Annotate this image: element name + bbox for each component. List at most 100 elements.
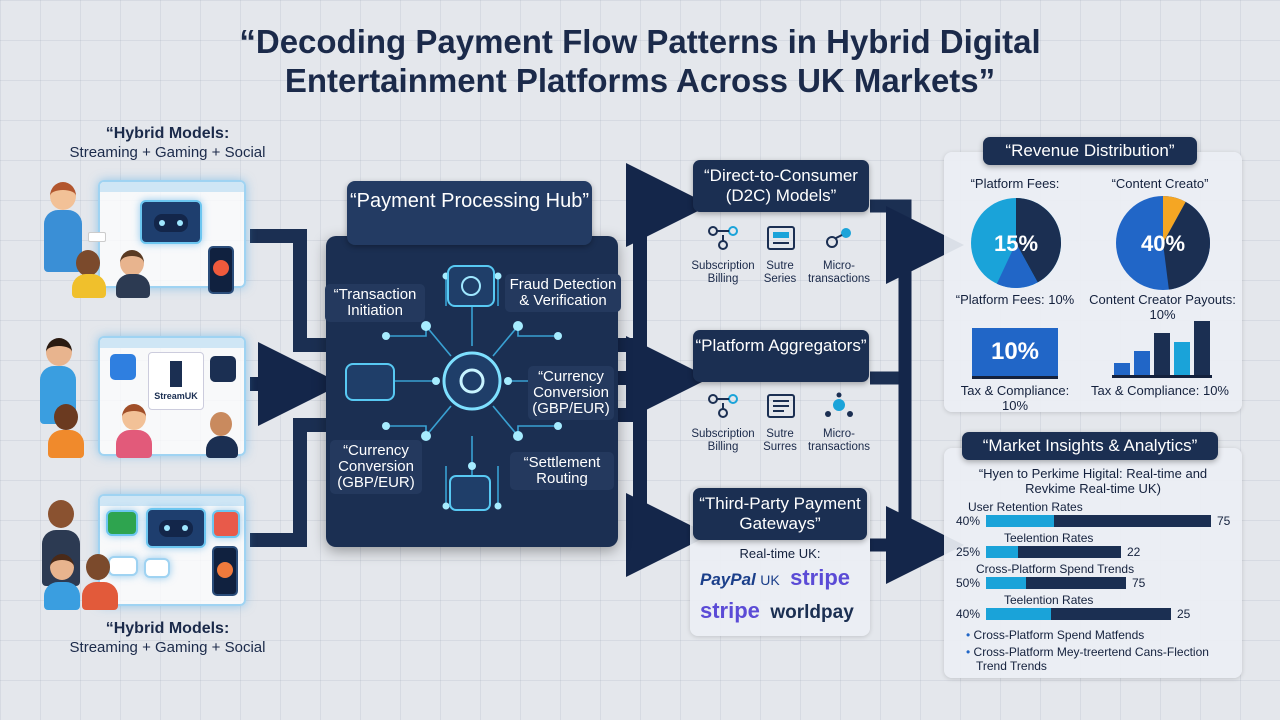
d2c-label-subscription: Subscription Billing	[691, 260, 755, 285]
gamepad-icon	[154, 214, 188, 232]
hybrid-models-bottom-label: “Hybrid Models: Streaming + Gaming + Soc…	[60, 619, 275, 657]
revenue-bar	[1154, 332, 1170, 375]
streamuk-logo-text: StreamUK	[154, 391, 198, 401]
metric-bar-fill	[986, 577, 1027, 589]
revenue-bottom-left: Tax & Compliance: 10%	[960, 383, 1070, 413]
revenue-bar-chart	[1112, 320, 1212, 378]
person-avatar	[210, 412, 232, 436]
revenue-title: “Revenue Distribution”	[983, 137, 1197, 165]
market-bullet-2: • Cross-Platform Mey-treertend Cans-Flec…	[966, 645, 1209, 659]
revenue-bottom-right: Tax & Compliance: 10%	[1090, 383, 1229, 398]
revenue-bar	[1194, 321, 1210, 375]
gateways-subtitle: Real-time UK:	[739, 546, 821, 561]
metric-right-value: 75	[1217, 514, 1231, 528]
flow-line-bottom-left	[250, 418, 328, 547]
pie2-value: 40%	[1141, 231, 1185, 256]
gamepad-icon	[159, 520, 193, 537]
metric-bar	[986, 546, 1121, 558]
paypal-logo: PayPal	[700, 570, 756, 589]
market-bullet-1: • Cross-Platform Spend Matfends	[966, 628, 1145, 642]
d2c-label-micro: Micro-transactions	[807, 260, 870, 285]
platform-aggregators-box: “Platform Aggregators”	[693, 330, 869, 382]
scene-social-streaming: StreamUK	[40, 332, 250, 462]
pie-content-creator: 40%	[1116, 196, 1210, 290]
person-avatar	[50, 554, 74, 580]
d2c-icons: Subscription Billing Sutre Series Micro-…	[690, 222, 870, 292]
phone-icon	[208, 246, 234, 294]
chat-tile	[106, 510, 138, 536]
phone-icon	[212, 546, 238, 596]
card-icon	[88, 232, 106, 242]
person-avatar	[46, 338, 72, 366]
shield-chip-icon	[447, 265, 495, 307]
metric-left-value: 25%	[956, 545, 981, 559]
scene-gaming-group	[40, 490, 250, 615]
page-title-line2: Entertainment Platforms Across UK Market…	[284, 62, 996, 99]
metric-right-value: 25	[1177, 607, 1191, 621]
metric-bar	[986, 515, 1211, 527]
routing-chip-icon	[449, 475, 491, 511]
stripe-logo: stripe	[700, 598, 760, 623]
pie-slice-dark	[1016, 198, 1061, 283]
metric-label: Cross-Platform Spend Trends	[976, 562, 1135, 576]
metric-bar	[986, 608, 1171, 620]
metric-left-value: 40%	[956, 514, 981, 528]
hub-title: “Payment Processing Hub”	[347, 181, 592, 245]
hub-label-fraud: Fraud Detection & Verification	[505, 274, 621, 312]
hub-label-currency-left: “Currency Conversion (GBP/EUR)	[330, 440, 422, 494]
d2c-models-box: “Direct-to-Consumer (D2C) Models”	[693, 160, 869, 212]
stripe-logo: stripe	[790, 565, 851, 590]
pie2-label: “Content Creato”	[1111, 176, 1209, 191]
metric-right-value: 75	[1132, 576, 1146, 590]
agg-label-series: Sutre Surres	[763, 428, 797, 453]
hybrid-models-bottom-title: “Hybrid Models:	[105, 620, 230, 637]
gateways-title: “Third-Party Payment Gateways”	[693, 488, 867, 540]
market-bullet-2-text: Cross-Platform Mey-treertend Cans-Flecti…	[973, 645, 1209, 659]
agg-label-micro: Micro-transactions	[807, 428, 870, 453]
person-avatar	[122, 404, 146, 430]
hybrid-models-bottom-subtitle: Streaming + Gaming + Social	[69, 639, 266, 656]
person-avatar	[120, 250, 144, 276]
pie1-label: “Platform Fees:	[970, 176, 1060, 191]
pie-slice-accent	[1163, 196, 1186, 243]
streamuk-logo: StreamUK	[148, 352, 204, 410]
revenue-mid-right: Content Creator Payouts: 10%	[1089, 292, 1236, 322]
market-subtitle: “Hyen to Perkime Higital: Real-time and …	[978, 466, 1208, 496]
d2c-label-series: Sutre Series	[763, 260, 797, 285]
hub-label-transaction: “Transaction Initiation	[325, 284, 425, 322]
flow-line-top-left	[250, 229, 328, 352]
flow-arrow-gateways	[600, 408, 710, 577]
microtransaction-icon	[826, 228, 851, 248]
gateway-logos-row1: PayPal UK stripe	[700, 565, 860, 591]
revenue-bar	[1174, 341, 1190, 375]
flow-chip-icon	[345, 363, 395, 401]
hub-label-currency-right: “Currency Conversion (GBP/EUR)	[528, 366, 614, 420]
market-insights-panel	[944, 448, 1242, 678]
circuit-diagram	[345, 265, 588, 511]
metric-label: Teelention Rates	[1004, 593, 1094, 607]
metric-bar	[986, 577, 1126, 589]
revenue-mid-left: “Platform Fees: 10%	[955, 292, 1075, 307]
gateway-logos-row2: stripe worldpay	[700, 598, 864, 628]
metric-bar-fill	[986, 546, 1019, 558]
person-avatar	[54, 404, 78, 430]
pie-platform-fees: 15%	[971, 198, 1061, 288]
hybrid-models-top-label: “Hybrid Models: Streaming + Gaming + Soc…	[60, 124, 275, 162]
metric-right-value: 22	[1127, 545, 1141, 559]
agg-label-subscription: Subscription Billing	[691, 428, 755, 453]
image-tile	[144, 558, 170, 578]
aggregator-icons: Subscription Billing Sutre Surres Micro-…	[690, 390, 870, 460]
page-title: “Decoding Payment Flow Patterns in Hybri…	[0, 22, 1280, 100]
subscription-icon	[708, 394, 738, 418]
metric-bar-fill	[986, 515, 1054, 527]
market-title: “Market Insights & Analytics”	[962, 432, 1218, 460]
pie-slice-dark	[1163, 201, 1210, 290]
hybrid-models-top-title: “Hybrid Models:	[105, 125, 230, 142]
game-tile	[108, 556, 138, 576]
hub-label-settlement: “Settlement Routing	[510, 452, 614, 490]
person-avatar	[50, 182, 76, 210]
pie-slice-accent	[996, 243, 1038, 288]
paypal-logo-suffix: UK	[760, 572, 780, 588]
gamepad-tile	[146, 508, 206, 548]
person-avatar	[48, 500, 74, 528]
